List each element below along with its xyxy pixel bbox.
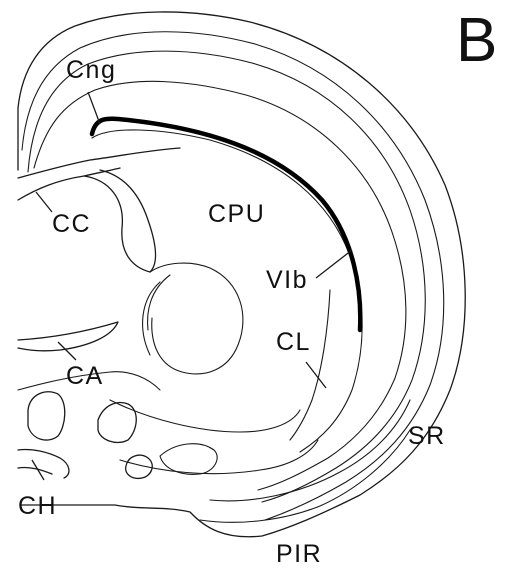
label-cng: Cng [66,58,116,83]
label-ca: CA [66,364,104,389]
ventral-bump-2 [160,444,217,475]
label-cpu: CPU [208,202,265,227]
panel-letter: B [456,10,497,72]
cortical-layer-2 [28,51,425,502]
ventral-oval-left [28,392,65,440]
layer-vib-inner-border [92,130,362,452]
leader-cng [88,92,100,124]
claustrum [290,290,330,440]
leader-cc [36,192,52,212]
cortical-layer-1 [22,32,444,520]
label-pir: PIR [276,542,322,567]
leader-ca [58,342,76,360]
lateral-ventricle [84,170,156,272]
anterior-commissure [18,322,118,351]
label-cl: CL [276,330,311,355]
piriform-inner-2 [200,430,410,522]
leader-cl [306,362,326,388]
label-vib: VIb [266,268,308,293]
olfactory-tubercle [110,400,318,474]
label-ch: CH [18,494,57,519]
label-cc: CC [52,212,91,237]
label-sr: SR [408,424,446,449]
chiasm-contour [18,449,69,478]
leader-vib [316,250,352,278]
outer-brain-contour [18,12,465,537]
ventral-oval-mid [98,403,136,443]
corpus-callosum [18,148,180,200]
striatum-sub-contour [143,275,170,355]
